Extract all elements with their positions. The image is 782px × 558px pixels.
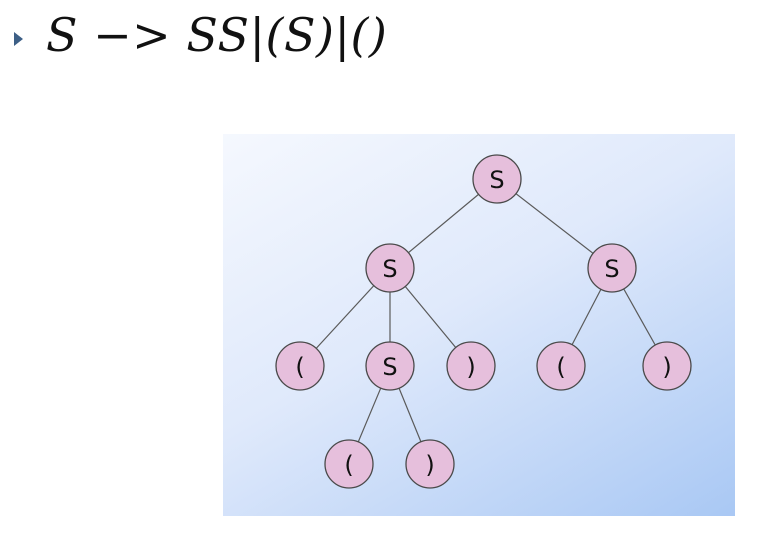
tree-node-label: S — [382, 255, 397, 283]
tree-node: ( — [536, 341, 586, 391]
tree-node-circle — [446, 341, 496, 391]
tree-node-circle — [365, 243, 415, 293]
tree-node-label: S — [604, 255, 619, 283]
tree-edges — [299, 178, 668, 465]
tree-node: ) — [405, 439, 455, 489]
tree-node: ( — [275, 341, 325, 391]
grammar-rule-line: S −> SS|(S)|() — [0, 0, 782, 80]
tree-node-circle — [536, 341, 586, 391]
tree-node-label: S — [382, 353, 397, 381]
tree-nodes: S S S ( S) () () — [275, 154, 692, 489]
tree-node-circle — [587, 243, 637, 293]
tree-node-circle — [275, 341, 325, 391]
tree-node-circle — [324, 439, 374, 489]
tree-node-circle — [405, 439, 455, 489]
parse-tree-svg: S S S ( S) () () — [275, 154, 692, 489]
tree-node-label: ( — [295, 353, 304, 381]
tree-node: ) — [642, 341, 692, 391]
parse-tree-diagram: S S S ( S) () () — [223, 134, 735, 516]
grammar-rule-formula: S −> SS|(S)|() — [46, 8, 388, 62]
tree-node: ( — [324, 439, 374, 489]
tree-node-label: ) — [466, 353, 475, 381]
tree-node-label: S — [489, 166, 504, 194]
tree-node-circle — [365, 341, 415, 391]
tree-node: ) — [446, 341, 496, 391]
tree-node-label: ( — [556, 353, 565, 381]
tree-node-label: ) — [425, 451, 434, 479]
tree-node: S — [365, 341, 415, 391]
tree-node-circle — [642, 341, 692, 391]
tree-node: S — [472, 154, 522, 204]
tree-node: S — [587, 243, 637, 293]
tree-node: S — [365, 243, 415, 293]
tree-node-circle — [472, 154, 522, 204]
tree-node-label: ( — [344, 451, 353, 479]
tree-node-label: ) — [662, 353, 671, 381]
triangle-bullet-icon — [14, 32, 23, 46]
